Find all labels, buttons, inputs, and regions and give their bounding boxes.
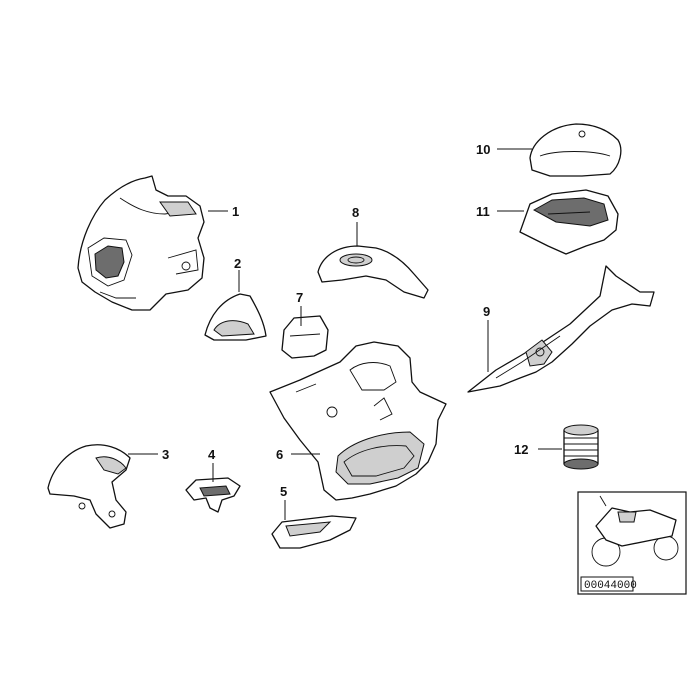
small-panel-part[interactable] [281, 315, 329, 359]
callout-10: 10 [476, 142, 532, 157]
motorcycle-icon [591, 495, 679, 567]
filter-part[interactable] [563, 424, 599, 470]
frame-rail-part[interactable] [467, 265, 655, 393]
callout-5: 5 [280, 484, 287, 520]
callout-label-3: 3 [162, 447, 169, 462]
callout-1: 1 [208, 204, 239, 219]
side-fairing-part[interactable] [269, 341, 447, 501]
callout-12: 12 [514, 442, 562, 457]
callout-label-11: 11 [476, 204, 490, 219]
callout-3: 3 [128, 447, 169, 462]
callout-label-6: 6 [276, 447, 283, 462]
callout-label-7: 7 [296, 290, 303, 305]
callout-label-12: 12 [514, 442, 528, 457]
callout-label-8: 8 [352, 205, 359, 220]
bracket-part[interactable] [185, 477, 241, 513]
callout-11: 11 [476, 204, 524, 219]
callout-9: 9 [483, 304, 490, 372]
reference-image-id: 00044000 [584, 580, 637, 592]
reference-box: 00044000 [577, 491, 687, 595]
callout-label-5: 5 [280, 484, 287, 499]
front-fairing-part[interactable] [77, 175, 205, 311]
small-fairing-cover-part[interactable] [204, 293, 267, 341]
tank-cover-part[interactable] [317, 245, 429, 299]
callout-label-10: 10 [476, 142, 490, 157]
callout-7: 7 [296, 290, 303, 326]
callout-label-2: 2 [234, 256, 241, 271]
front-mudguard-part[interactable] [47, 444, 131, 529]
callout-label-1: 1 [232, 204, 239, 219]
callout-2: 2 [234, 256, 241, 292]
callout-label-9: 9 [483, 304, 490, 319]
callout-4: 4 [208, 447, 216, 482]
lower-panel-part[interactable] [271, 515, 357, 549]
callout-6: 6 [276, 447, 320, 462]
callout-label-4: 4 [208, 447, 216, 462]
storage-box-part[interactable] [519, 189, 619, 255]
lid-part[interactable] [529, 123, 622, 177]
callout-8: 8 [352, 205, 359, 246]
